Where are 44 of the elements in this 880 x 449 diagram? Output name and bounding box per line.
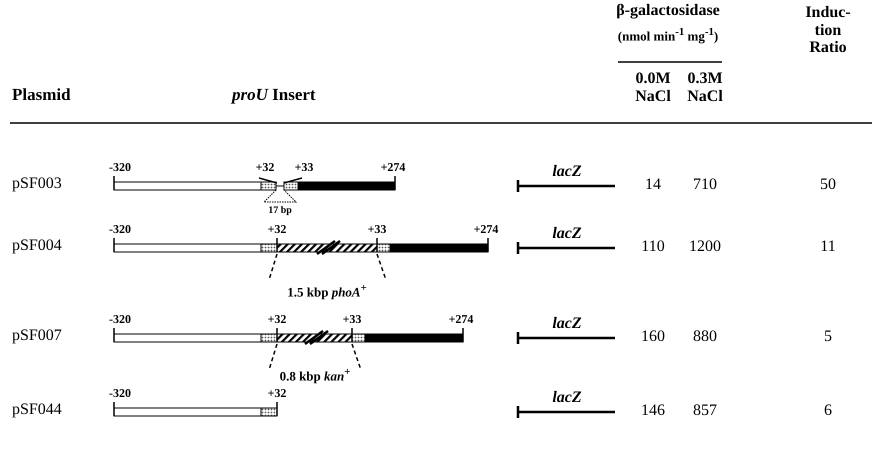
position-label: +32 — [268, 223, 286, 236]
insert-size-label: 0.8 kbp kan$^{+}$ — [280, 367, 350, 384]
position-label: +33 — [342, 313, 362, 326]
plasmid-name: pSF044 — [12, 401, 62, 419]
activity-value: 160 — [641, 328, 665, 346]
gene-label: lacZ — [552, 389, 582, 407]
column-header: 0.0M NaCl — [634, 70, 672, 106]
position-label: -320 — [109, 161, 131, 174]
position-label: -320 — [109, 387, 131, 400]
induction-ratio: 11 — [820, 238, 836, 256]
activity-value: 110 — [641, 238, 665, 256]
activity-value: 710 — [693, 176, 717, 194]
position-label: -320 — [109, 313, 131, 326]
position-label: +32 — [256, 161, 274, 174]
position-label: +33 — [368, 223, 386, 236]
insert-size-label: 1.5 kbp phoA$^{+}$ — [287, 283, 367, 300]
plasmid-name: pSF004 — [12, 237, 62, 255]
unit-label: (nmol min$^{-1}$ mg$^{-1}$) — [618, 27, 718, 44]
position-label: +274 — [474, 223, 498, 236]
column-header: Plasmid — [12, 86, 71, 105]
position-label: -320 — [109, 223, 131, 236]
plasmid-name: pSF003 — [12, 175, 62, 193]
activity-value: 146 — [641, 402, 665, 420]
insert-size-label: 17 bp — [268, 205, 292, 216]
column-header: 0.3M NaCl — [686, 70, 724, 106]
activity-value: 857 — [693, 402, 717, 420]
position-label: +274 — [380, 161, 406, 174]
induction-ratio: 50 — [820, 176, 836, 194]
column-header: Induc- tion Ratio — [804, 4, 852, 57]
activity-value: 880 — [693, 328, 717, 346]
gene-label: lacZ — [552, 225, 582, 243]
induction-ratio: 5 — [824, 328, 832, 346]
plasmid-name: pSF007 — [12, 327, 62, 345]
position-label: +33 — [294, 161, 314, 174]
position-label: +32 — [268, 313, 286, 326]
position-label: +32 — [268, 387, 286, 400]
column-header: β-galactosidase — [616, 2, 720, 20]
position-label: +274 — [448, 313, 474, 326]
column-header: proU Insert — [232, 86, 316, 105]
gene-label: lacZ — [552, 163, 582, 181]
gene-label: lacZ — [552, 315, 582, 333]
induction-ratio: 6 — [824, 402, 832, 420]
activity-value: 1200 — [689, 238, 721, 256]
activity-value: 14 — [645, 176, 661, 194]
